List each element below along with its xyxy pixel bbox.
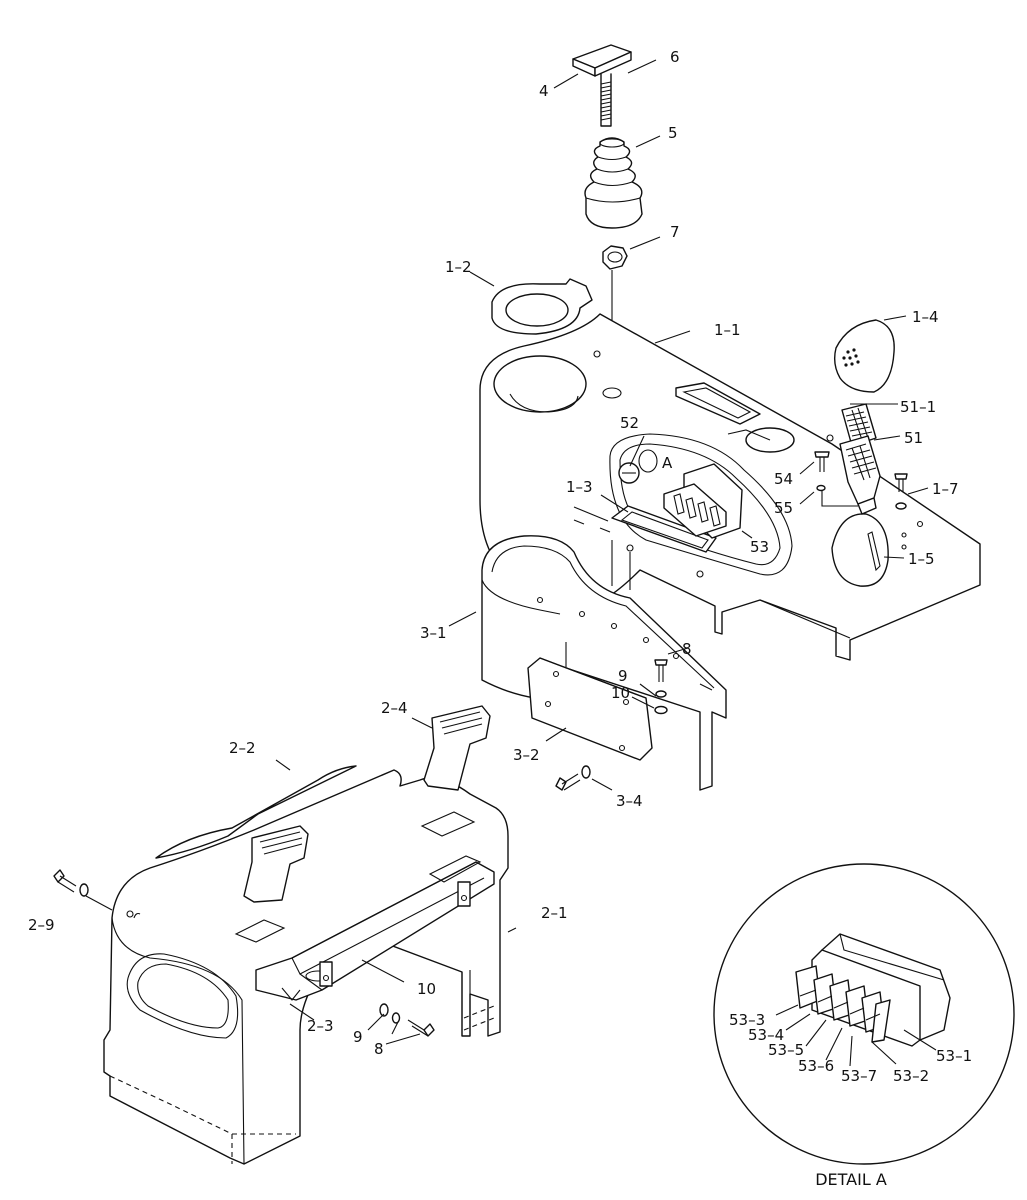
- callout-label-1-4: 1–4: [912, 308, 939, 326]
- callout-label-10b: 10: [417, 980, 436, 998]
- callout-label-53-4: 53–4: [748, 1026, 784, 1044]
- callout-label-53-6: 53–6: [798, 1057, 834, 1075]
- callout-label-2-4: 2–4: [381, 699, 408, 717]
- lever-switch: [814, 403, 908, 515]
- callout-label-53-2: 53–2: [893, 1067, 929, 1085]
- gasket-ring: [491, 278, 593, 335]
- callout-label-5: 5: [668, 124, 678, 142]
- callout-label-3-1: 3–1: [420, 624, 447, 642]
- callout-label-9b: 9: [353, 1028, 363, 1046]
- callout-label-53-5: 53–5: [768, 1041, 804, 1059]
- callout-label-10a: 10: [611, 684, 630, 702]
- callout-label-1-5: 1–5: [908, 550, 935, 568]
- callout-label-53: 53: [750, 538, 769, 556]
- callout-label-53-1: 53–1: [936, 1047, 972, 1065]
- callout-label-1-2: 1–2: [445, 258, 472, 276]
- callout-labels: 4 6 5 7 1–2 1–1 1–4 51–1 51 52A 54 55 1–7 1–3 53 1–5 3–1…: [28, 48, 972, 1085]
- knob-assembly: [572, 44, 643, 386]
- lever-slot-plate: [831, 513, 907, 587]
- lower-base: [53, 705, 509, 1165]
- callout-label-51: 51: [904, 429, 923, 447]
- callout-label-53-7: 53–7: [841, 1067, 877, 1085]
- callout-label-7: 7: [670, 223, 680, 241]
- callout-label-55: 55: [774, 499, 793, 517]
- callout-label-2-2: 2–2: [229, 739, 256, 757]
- callout-label-3-2: 3–2: [513, 746, 540, 764]
- callout-label-4: 4: [539, 82, 549, 100]
- leader-lines: [85, 59, 929, 1045]
- side-cover-plate: [527, 657, 668, 791]
- callout-label-54: 54: [774, 470, 793, 488]
- callout-label-1-1: 1–1: [714, 321, 741, 339]
- callout-label-6: 6: [670, 48, 680, 66]
- callout-label-8b: 8: [374, 1040, 384, 1058]
- callout-label-53-3: 53–3: [729, 1011, 765, 1029]
- detail-a-caption: DETAIL A: [815, 1170, 887, 1189]
- callout-label-9a: 9: [618, 667, 628, 685]
- arm-pad: [833, 319, 895, 393]
- callout-label-1-3: 1–3: [566, 478, 593, 496]
- callout-label-2-1: 2–1: [541, 904, 568, 922]
- callout-label-51-1: 51–1: [900, 398, 936, 416]
- detail-a-view: [713, 863, 1015, 1165]
- callout-label-52: 52: [620, 414, 639, 432]
- callout-label-1-7: 1–7: [932, 480, 959, 498]
- callout-label-3-4: 3–4: [616, 792, 643, 810]
- callout-label-A: A: [662, 454, 673, 472]
- callout-label-2-3: 2–3: [307, 1017, 334, 1035]
- switch-block: [663, 463, 743, 539]
- callout-label-2-9: 2–9: [28, 916, 55, 934]
- callout-label-8a: 8: [682, 640, 692, 658]
